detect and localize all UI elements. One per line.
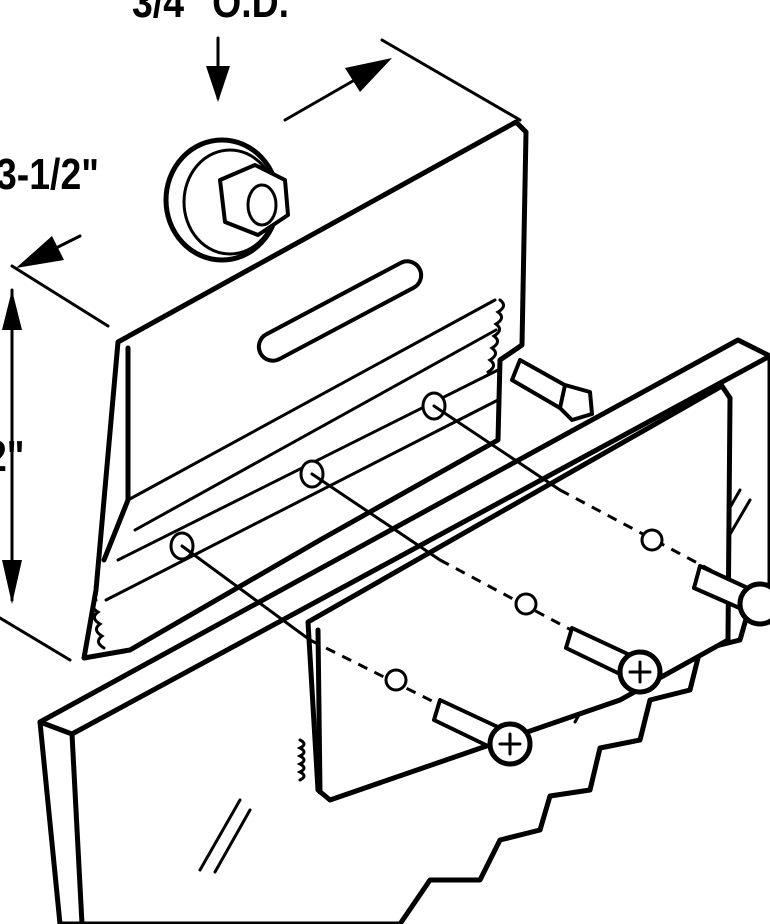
inner-bracket-strip xyxy=(296,383,733,803)
screw xyxy=(564,626,663,695)
dimension-lines xyxy=(0,36,522,662)
arrow-right-icon xyxy=(345,58,392,92)
washer-with-nut xyxy=(163,137,290,263)
bolt xyxy=(510,358,594,422)
arrow-down-icon xyxy=(206,66,230,102)
height-dimension-label: 2" xyxy=(0,432,25,481)
screw xyxy=(432,698,533,767)
arrow-left-icon xyxy=(16,236,64,268)
adjustment-slot xyxy=(256,259,424,363)
screws xyxy=(432,358,770,767)
main-bracket xyxy=(81,119,529,661)
width-dimension-label: 3-1/2" xyxy=(0,150,99,199)
outer-diameter-label: 3/4" O.D. xyxy=(132,0,289,27)
screw xyxy=(692,564,770,627)
